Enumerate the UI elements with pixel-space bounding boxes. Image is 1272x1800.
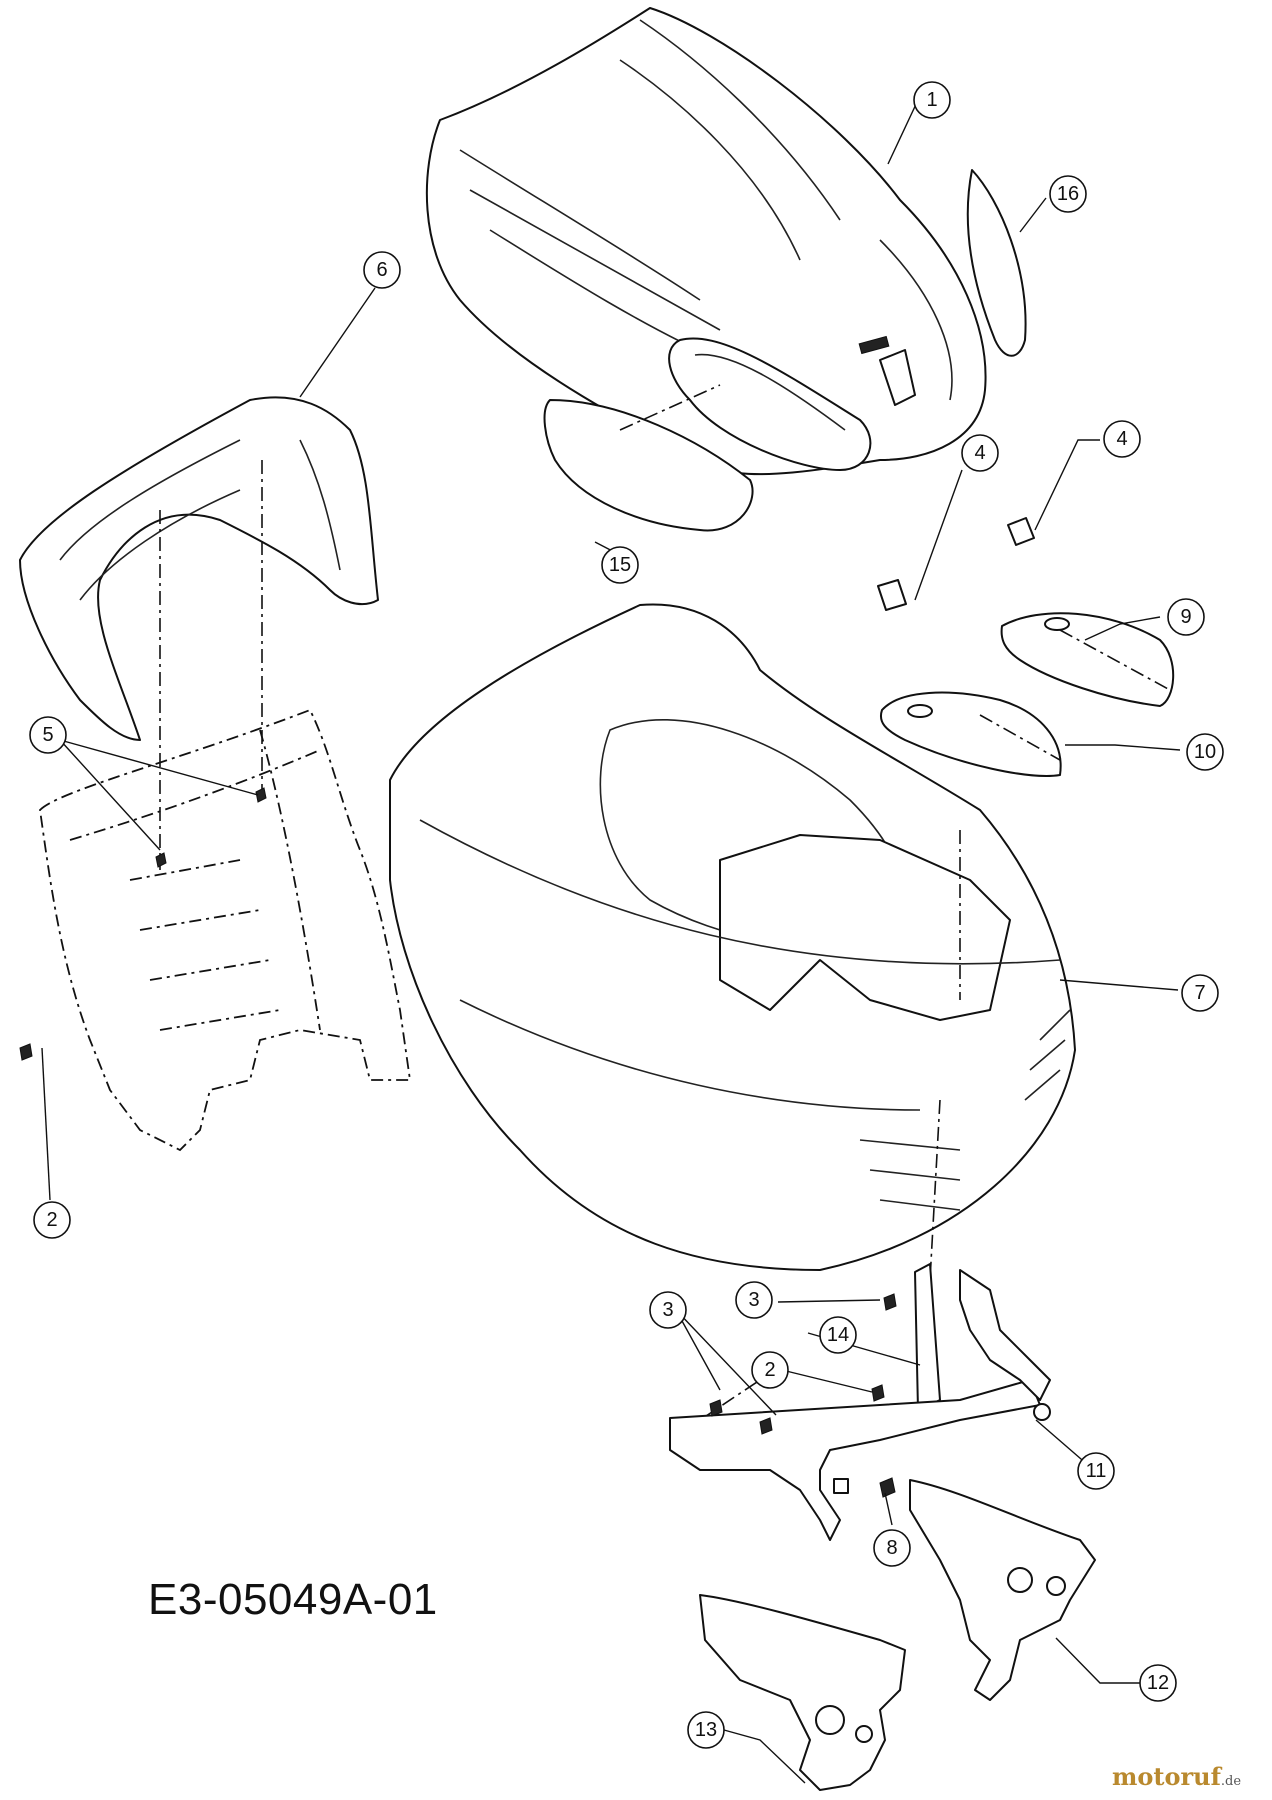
mount-plate-right-part: [909, 1479, 1096, 1701]
callout-11-label: 11: [1086, 1460, 1107, 1482]
callout-7-label: 7: [1194, 982, 1205, 1004]
callout-11: 11: [1077, 1452, 1115, 1490]
callout-3b: 3: [649, 1291, 687, 1329]
callout-15: 15: [601, 546, 639, 584]
dashboard-cover-part: [19, 396, 379, 741]
callout-14: 14: [819, 1316, 857, 1354]
callout-8-label: 8: [886, 1537, 897, 1559]
callout-6: 6: [363, 251, 401, 289]
callout-6-label: 6: [376, 259, 387, 281]
callout-5-label: 5: [42, 724, 53, 746]
callout-1: 1: [913, 81, 951, 119]
front-lens-part: [543, 399, 754, 532]
callout-10: 10: [1186, 733, 1224, 771]
callout-2b-label: 2: [764, 1359, 775, 1381]
diagram-id-label: E3-05049A-01: [148, 1575, 438, 1624]
callout-14-label: 14: [827, 1324, 849, 1346]
mount-plate-left-part: [699, 1594, 906, 1791]
callout-9-label: 9: [1180, 606, 1191, 628]
screw-hardware: [19, 787, 897, 1498]
callout-3a: 3: [735, 1281, 773, 1319]
callout-2b: 2: [751, 1351, 789, 1389]
callout-12: 12: [1139, 1664, 1177, 1702]
callout-16-label: 16: [1057, 183, 1079, 205]
watermark-tld-text: .de: [1220, 1774, 1242, 1789]
callout-4b: 4: [1103, 420, 1141, 458]
callout-4a-label: 4: [974, 442, 985, 464]
callout-1-label: 1: [926, 89, 937, 111]
support-bracket-part: [669, 1263, 1051, 1541]
watermark-main-text: motoruf: [1112, 1762, 1221, 1791]
callout-9: 9: [1167, 598, 1205, 636]
hood-top-part: [425, 7, 987, 476]
callout-13: 13: [687, 1711, 725, 1749]
callout-13-label: 13: [695, 1719, 717, 1741]
main-hood-part: [389, 603, 1076, 1271]
dash-panel-frame: [39, 708, 412, 1152]
decal-upper-part: [1000, 612, 1175, 707]
watermark-logo: motoruf.de: [1112, 1762, 1241, 1791]
callout-3a-label: 3: [748, 1289, 759, 1311]
callout-10-label: 10: [1194, 741, 1216, 763]
callout-15-label: 15: [609, 554, 631, 576]
callout-12-label: 12: [1147, 1672, 1169, 1694]
callout-4a: 4: [961, 434, 999, 472]
callout-7: 7: [1181, 974, 1219, 1012]
callout-16: 16: [1049, 175, 1087, 213]
side-trim-part: [966, 169, 1027, 357]
callout-5: 5: [29, 716, 67, 754]
callout-3b-label: 3: [662, 1299, 673, 1321]
decal-lower-part: [880, 691, 1062, 777]
callout-8: 8: [873, 1529, 911, 1567]
callout-4b-label: 4: [1116, 428, 1127, 450]
plug-part: [877, 517, 1035, 611]
callout-2a-label: 2: [46, 1209, 57, 1231]
callout-2a: 2: [33, 1201, 71, 1239]
